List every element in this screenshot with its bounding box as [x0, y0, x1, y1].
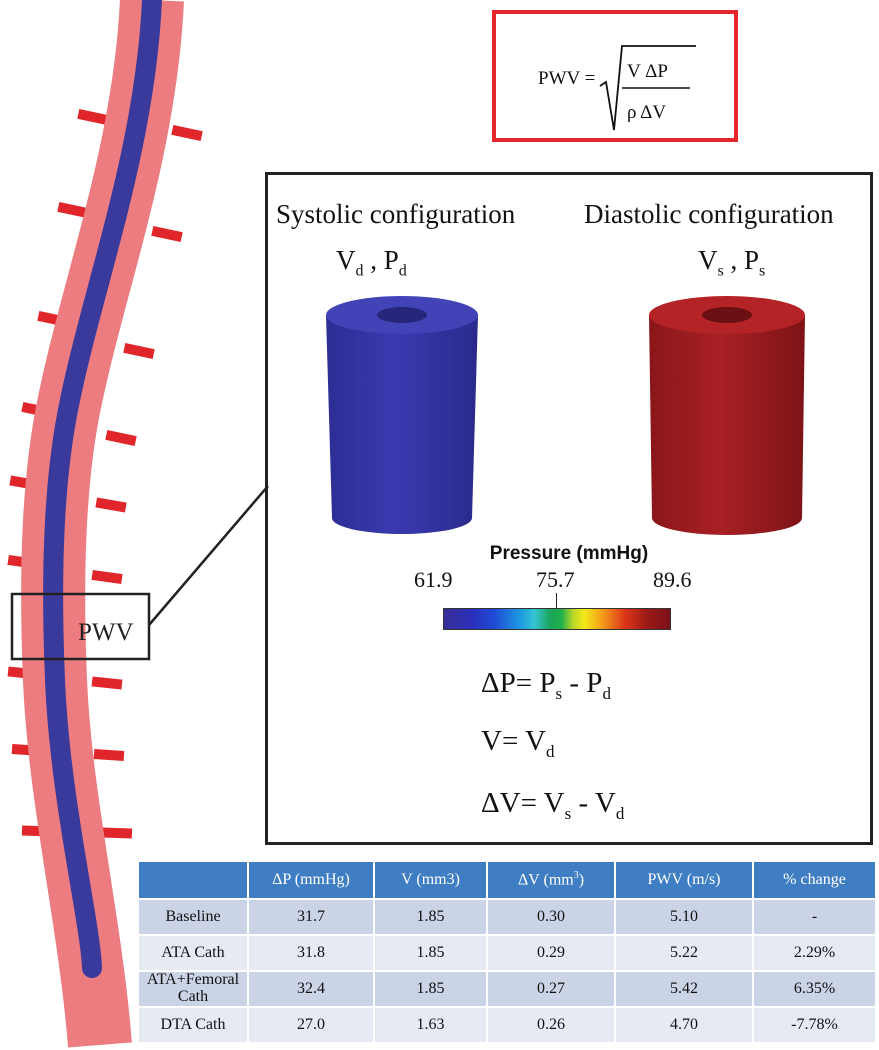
strut — [105, 429, 137, 447]
table-cell: 4.70 — [616, 1008, 752, 1042]
table-header-cell: ΔV (mm3) — [488, 862, 614, 898]
table-cell: 32.4 — [249, 972, 373, 1006]
pwv-region-label: PWV — [78, 619, 134, 646]
table-header-cell: % change — [754, 862, 875, 898]
table-cell: 2.29% — [754, 936, 875, 970]
table-cell: - — [754, 900, 875, 934]
strut — [101, 827, 133, 839]
diastolic-variables: Vs , Ps — [698, 245, 766, 280]
equation-delta-p: ΔP= Ps - Pd — [481, 667, 611, 703]
table-header-cell: PWV (m/s) — [616, 862, 752, 898]
formula-lhs: PWV = — [538, 68, 595, 89]
table-header-cell — [139, 862, 247, 898]
equation-v: V= Vd — [481, 725, 555, 761]
table-row: Baseline 31.7 1.85 0.30 5.10 - — [139, 900, 875, 934]
systolic-title: Systolic configuration — [276, 199, 516, 229]
connector-line-top — [148, 485, 269, 626]
table-header-row: ΔP (mmHg) V (mm3) ΔV (mm3) PWV (m/s) % c… — [139, 862, 875, 898]
table-header-cell: V (mm3) — [375, 862, 486, 898]
strut — [77, 108, 109, 126]
vessel-lumen — [43, 0, 162, 978]
diastolic-cylinder — [649, 296, 805, 535]
strut — [171, 124, 203, 142]
table-cell: 27.0 — [249, 1008, 373, 1042]
formula-numerator: V ΔP — [627, 61, 668, 82]
cylinder-illustrations — [326, 296, 805, 535]
table-cell: ATA+Femoral Cath — [139, 971, 247, 1006]
table-cell: 5.10 — [616, 900, 752, 934]
table-cell: -7.78% — [754, 1008, 875, 1042]
table-cell: 1.85 — [375, 900, 486, 934]
pwv-formula-box: PWV = V ΔP ρ ΔV — [492, 10, 738, 142]
strut — [123, 342, 155, 360]
diastolic-title: Diastolic configuration — [584, 199, 834, 229]
equation-delta-v: ΔV= Vs - Vd — [481, 787, 625, 823]
table-cell: 0.30 — [488, 900, 614, 934]
pressure-tick-mark — [556, 593, 557, 610]
table-cell: 31.8 — [249, 936, 373, 970]
table-cell: 31.7 — [249, 900, 373, 934]
table-cell: 1.63 — [375, 1008, 486, 1042]
systolic-cylinder — [326, 296, 478, 534]
table-cell: 6.35% — [754, 972, 875, 1006]
table-cell: Baseline — [139, 900, 247, 934]
pressure-scale-title: Pressure (mmHg) — [489, 543, 649, 564]
pressure-colorbar — [443, 608, 671, 630]
pwv-formula: PWV = V ΔP ρ ΔV — [538, 45, 696, 131]
pressure-tick-max: 89.6 — [653, 567, 692, 592]
table-cell: 5.22 — [616, 936, 752, 970]
sqrt-sign — [599, 45, 696, 131]
strut — [151, 225, 183, 243]
table-row: DTA Cath 27.0 1.63 0.26 4.70 -7.78% — [139, 1008, 875, 1042]
table-cell: 5.42 — [616, 972, 752, 1006]
table-row: ATA+Femoral Cath 32.4 1.85 0.27 5.42 6.3… — [139, 971, 875, 1006]
strut — [91, 569, 123, 585]
formula-denominator: ρ ΔV — [627, 102, 666, 123]
pressure-tick-min: 61.9 — [414, 567, 453, 592]
table-cell: 0.29 — [488, 936, 614, 970]
pressure-tick-mid: 75.7 — [536, 567, 575, 592]
table-row: ATA Cath 31.8 1.85 0.29 5.22 2.29% — [139, 936, 875, 970]
table-cell: DTA Cath — [139, 1008, 247, 1042]
systolic-variables: Vd , Pd — [336, 245, 407, 280]
configuration-detail-panel: Systolic configuration Diastolic configu… — [265, 172, 873, 845]
strut — [91, 676, 123, 690]
table-cell: ATA Cath — [139, 936, 247, 970]
table-header-cell: ΔP (mmHg) — [249, 862, 373, 898]
strut — [93, 748, 125, 762]
table-cell: 1.85 — [375, 936, 486, 970]
strut — [57, 201, 89, 219]
table-cell: 0.27 — [488, 972, 614, 1006]
pwv-results-table: ΔP (mmHg) V (mm3) ΔV (mm3) PWV (m/s) % c… — [137, 860, 877, 1044]
pwv-region-box — [10, 592, 151, 661]
strut — [95, 497, 127, 513]
table-cell: 0.26 — [488, 1008, 614, 1042]
table-cell: 1.85 — [375, 972, 486, 1006]
